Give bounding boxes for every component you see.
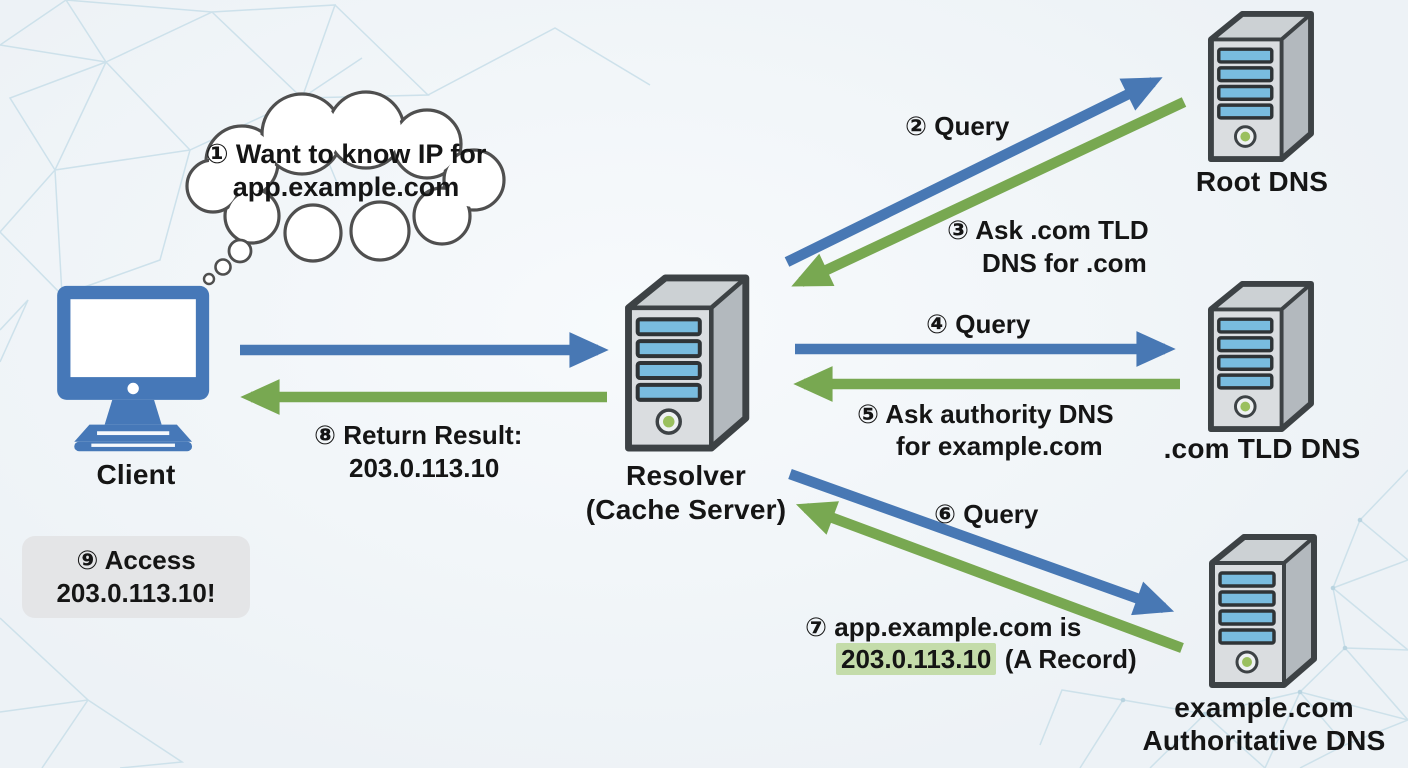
step8-label-line1: ⑧ Return Result:	[314, 420, 523, 450]
thought-bubble-line1: ① Want to know IP for	[205, 139, 487, 169]
step7-ip-highlight: 203.0.113.10	[836, 643, 997, 675]
arrow-authoritative-answer	[795, 501, 1184, 653]
step7-label-line1: ⑦ app.example.com is	[805, 612, 1082, 642]
step9-label-line1: ⑨ Access	[76, 545, 196, 575]
authoritative-dns-server-icon	[1212, 537, 1314, 685]
resolver-label: Resolver (Cache Server)	[566, 459, 806, 527]
step9-access-box: ⑨ Access 203.0.113.10!	[22, 536, 250, 618]
thought-bubble-text: ① Want to know IP for app.example.com	[185, 138, 507, 204]
step3-label-line1: ③ Ask .com TLD	[947, 215, 1149, 245]
arrow-root-referral	[791, 97, 1187, 287]
authoritative-dns-label-line1: example.com	[1174, 692, 1354, 723]
tld-dns-label: .com TLD DNS	[1163, 433, 1361, 464]
root-dns-label: Root DNS	[1195, 166, 1329, 197]
arrow-query-authoritative	[788, 469, 1175, 616]
tld-dns-server-icon	[1211, 284, 1311, 429]
step8-label-line2: 203.0.113.10	[349, 453, 500, 483]
resolver-label-line1: Resolver	[626, 460, 746, 491]
step5-label-line2: for example.com	[896, 431, 1103, 461]
step7-record-type: (A Record)	[1004, 644, 1137, 674]
thought-bubble-icon	[185, 90, 506, 263]
client-computer-icon	[57, 285, 210, 452]
step3-label-line2: DNS for .com	[982, 248, 1147, 278]
step4-query-label: ④ Query	[926, 309, 1031, 339]
authoritative-dns-label-line2: Authoritative DNS	[1142, 725, 1386, 756]
step5-label-line1: ⑤ Ask authority DNS	[857, 399, 1114, 429]
root-dns-server-icon	[1211, 14, 1311, 159]
arrows	[240, 77, 1187, 653]
step9-label-line2: 203.0.113.10!	[56, 578, 216, 608]
thought-bubble-line2: app.example.com	[232, 172, 460, 202]
step2-query-label: ② Query	[905, 111, 1010, 141]
arrow-query-root	[784, 77, 1163, 267]
resolver-server-icon	[629, 278, 746, 448]
resolver-label-line2: (Cache Server)	[585, 494, 787, 525]
step7-label-line2: 203.0.113.10(A Record)	[836, 643, 1137, 675]
step6-query-label: ⑥ Query	[934, 499, 1039, 529]
authoritative-dns-label: example.com Authoritative DNS	[1104, 691, 1408, 757]
client-label: Client	[96, 459, 176, 490]
thought-bubble-trail	[202, 238, 253, 286]
